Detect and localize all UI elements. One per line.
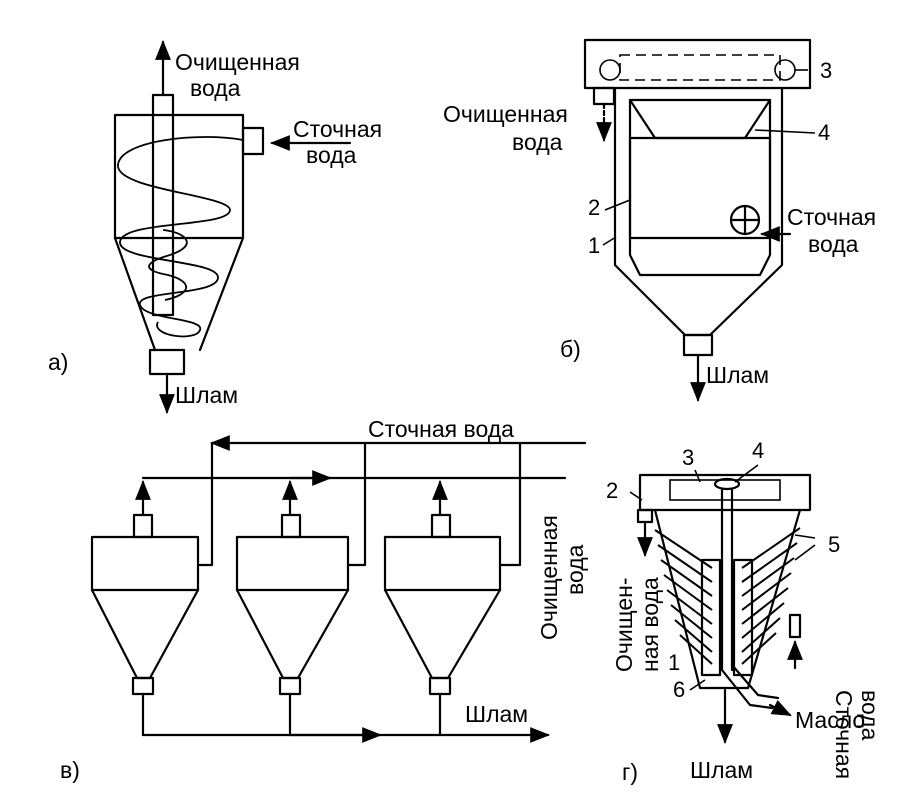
panel-g-callout-6: 6 — [673, 677, 685, 702]
panel-g-plates-left — [654, 529, 713, 665]
panel-b-top-trough — [583, 38, 812, 90]
panel-a-cone — [113, 236, 245, 352]
panel-g-callout-3: 3 — [682, 445, 694, 470]
panel-g-sludge-label: Шлам — [690, 757, 753, 783]
panel-g-inner-sleeve-right — [732, 558, 754, 677]
panel-v-feed-1 — [196, 441, 214, 567]
panel-b-inner-vessel — [628, 98, 772, 277]
panel-b-sludge-label: Шлам — [706, 362, 769, 388]
panel-b-callout-4: 4 — [818, 120, 830, 145]
panel-g-plates-right — [741, 527, 801, 665]
panel-v-tag: в) — [60, 757, 80, 783]
panel-g-callout-1: 1 — [668, 650, 680, 675]
panel-a-spiral-inner — [148, 229, 188, 301]
panel-g-top-trough — [638, 473, 812, 512]
panel-g-waste-water-label-2: вода — [857, 690, 883, 741]
panel-b-settler: 3 4 2 1 Очищенная вода Сточная вода Шлам… — [443, 38, 876, 402]
panel-g-callout-4: 4 — [752, 438, 764, 463]
panel-a-clean-water-label-2: вода — [190, 75, 241, 101]
panel-v-battery: Сточная вода Очищенная вода Шлам в) — [60, 416, 588, 783]
panel-b-waste-water-label-2: вода — [808, 231, 859, 257]
panel-g-oil-separator: 3 4 2 5 1 6 Очищен- ная вода Сточная вод… — [606, 438, 883, 785]
panel-a-cylinder — [113, 113, 245, 240]
panel-b-clean-water-label-2: вода — [512, 129, 563, 155]
panel-g-waste-water-label-1: Сточная — [831, 690, 857, 779]
panel-a-sludge-outlet — [148, 348, 186, 376]
panel-g-oil-arrow — [768, 699, 792, 717]
panel-b-clean-water-label-1: Очищенная — [443, 101, 568, 127]
panel-b-callout-3: 3 — [820, 58, 832, 83]
panel-a-tag: а) — [48, 349, 68, 375]
panel-g-clean-water-label-1: Очищен- — [611, 577, 637, 672]
panel-b-chamber — [628, 136, 772, 240]
panel-v-cyclone-1 — [90, 513, 200, 696]
panel-b-leader-2 — [604, 199, 631, 211]
panel-a-clean-water-label-1: Очищенная — [175, 49, 300, 75]
panel-b-callout-1: 1 — [588, 233, 600, 258]
panel-v-cyclone-3 — [383, 513, 502, 696]
panel-a-central-pipe — [151, 93, 175, 317]
panel-v-clean-water-label-2: вода — [562, 544, 588, 595]
panel-v-clean-water-label-1: Очищенная — [536, 515, 562, 640]
panel-g-tag: г) — [622, 759, 638, 785]
panel-a-waste-water-label-2: вода — [306, 142, 357, 168]
panel-b-callout-2: 2 — [588, 195, 600, 220]
panel-b-leader-1 — [602, 236, 617, 246]
panel-a-spiral-flow — [117, 136, 244, 338]
panel-v-cyclone-2 — [235, 513, 350, 696]
panel-b-overflow-dashed — [619, 54, 781, 81]
panel-g-clean-water-label-2: ная вода — [637, 577, 663, 672]
panel-b-overflow-left — [599, 59, 621, 81]
panel-g-oil-label: Масло — [795, 707, 865, 733]
panel-b-leader-4 — [754, 129, 816, 134]
panel-g-callout-2: 2 — [606, 478, 618, 503]
panel-v-feed-3 — [498, 441, 522, 567]
panel-g-outlet-2 — [636, 508, 654, 524]
panel-a-waste-water-label-1: Сточная — [293, 116, 382, 142]
panel-g-valve-4 — [713, 477, 741, 491]
panel-v-waste-water-label: Сточная вода — [368, 416, 514, 442]
panel-g-callout-5: 5 — [828, 532, 840, 557]
panel-a-hydrocyclone: Очищенная вода Сточная вода Шлам а) — [48, 40, 382, 414]
panel-b-waste-water-label-1: Сточная — [787, 204, 876, 230]
panel-g-inlet — [788, 613, 802, 639]
panel-a-sludge-label: Шлам — [175, 382, 238, 408]
panel-b-overflow-right — [774, 59, 796, 81]
panel-b-tag: б) — [560, 336, 581, 362]
panel-a-inlet-nozzle — [241, 126, 265, 156]
panel-b-clean-water-outlet — [592, 86, 616, 106]
panel-v-sludge-label: Шлам — [465, 701, 528, 727]
panel-v-feed-2 — [346, 441, 367, 567]
panel-g-oil-pipe — [720, 668, 774, 710]
panel-b-cone-4 — [628, 98, 772, 140]
panel-b-sludge-outlet — [682, 333, 714, 357]
